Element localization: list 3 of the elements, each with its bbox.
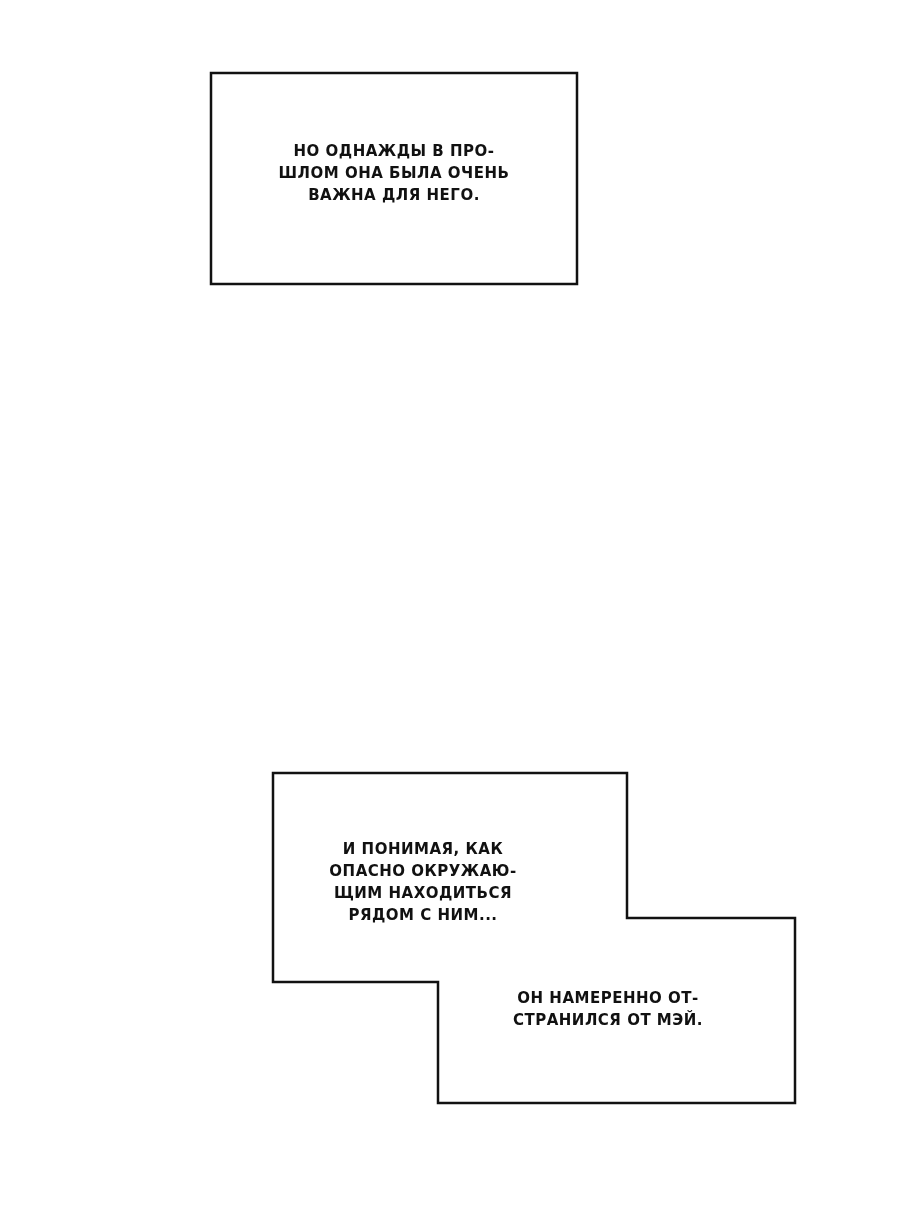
narration-text: И ПОНИМАЯ, КАК ОПАСНО ОКРУЖАЮ- ЩИМ НАХОДИТЬСЯ РЯДОМ С НИМ... — [328, 839, 518, 926]
narration-text: ОН НАМЕРЕННО ОТ- СТРАНИЛСЯ ОТ МЭЙ. — [511, 988, 705, 1031]
narration-text: НО ОДНАЖДЫ В ПРО- ШЛОМ ОНА БЫЛА ОЧЕНЬ ВАЖНА ДЛЯ НЕГО. — [277, 141, 511, 206]
